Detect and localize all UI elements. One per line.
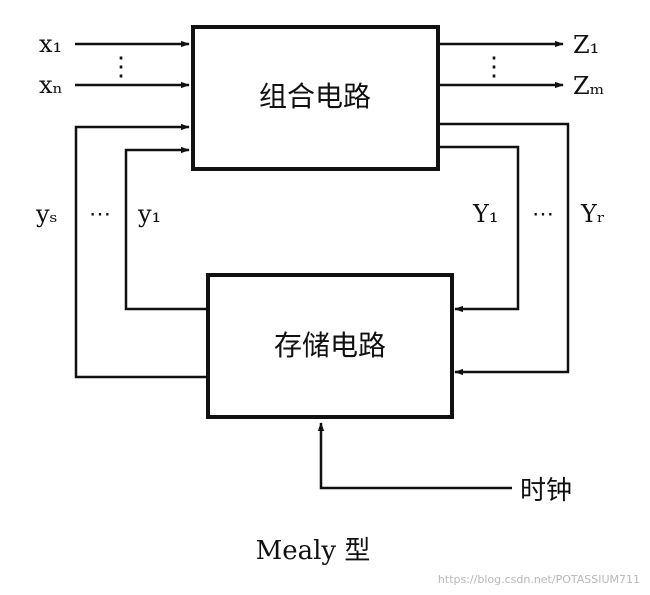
output-vertical-ellipsis: ⋮ bbox=[481, 52, 507, 82]
output-zm-label: Zₘ bbox=[573, 72, 604, 100]
excitation-Yr-label: Yᵣ bbox=[580, 200, 605, 228]
excitation-Y1-line bbox=[438, 145, 520, 313]
storage-circuit-label: 存储电路 bbox=[274, 329, 386, 362]
excitation-Y1-label: Y₁ bbox=[472, 200, 498, 228]
watermark-text: https://blog.csdn.net/POTASSIUM711 bbox=[438, 573, 640, 586]
input-x1-label: x₁ bbox=[39, 30, 62, 58]
excitation-Yr-line bbox=[438, 122, 570, 376]
input-xn-label: xₙ bbox=[39, 71, 63, 99]
output-z1-label: Z₁ bbox=[573, 31, 599, 59]
feedback-ys-label: yₛ bbox=[35, 200, 58, 228]
diagram-caption: Mealy 型 bbox=[256, 536, 371, 566]
storage-circuit-block bbox=[206, 273, 454, 419]
input-vertical-ellipsis: ⋮ bbox=[108, 52, 134, 82]
feedback-y1-label: y₁ bbox=[137, 200, 161, 228]
feedback-left-ellipsis: ⋯ bbox=[89, 202, 111, 227]
feedback-y1-line bbox=[124, 146, 208, 311]
combinational-circuit-label: 组合电路 bbox=[259, 80, 371, 113]
excitation-right-ellipsis: ⋯ bbox=[532, 202, 554, 227]
feedback-ys-line bbox=[74, 123, 208, 379]
combinational-circuit-block bbox=[191, 25, 440, 171]
clock-line bbox=[317, 422, 512, 490]
clock-label: 时钟 bbox=[520, 476, 572, 506]
